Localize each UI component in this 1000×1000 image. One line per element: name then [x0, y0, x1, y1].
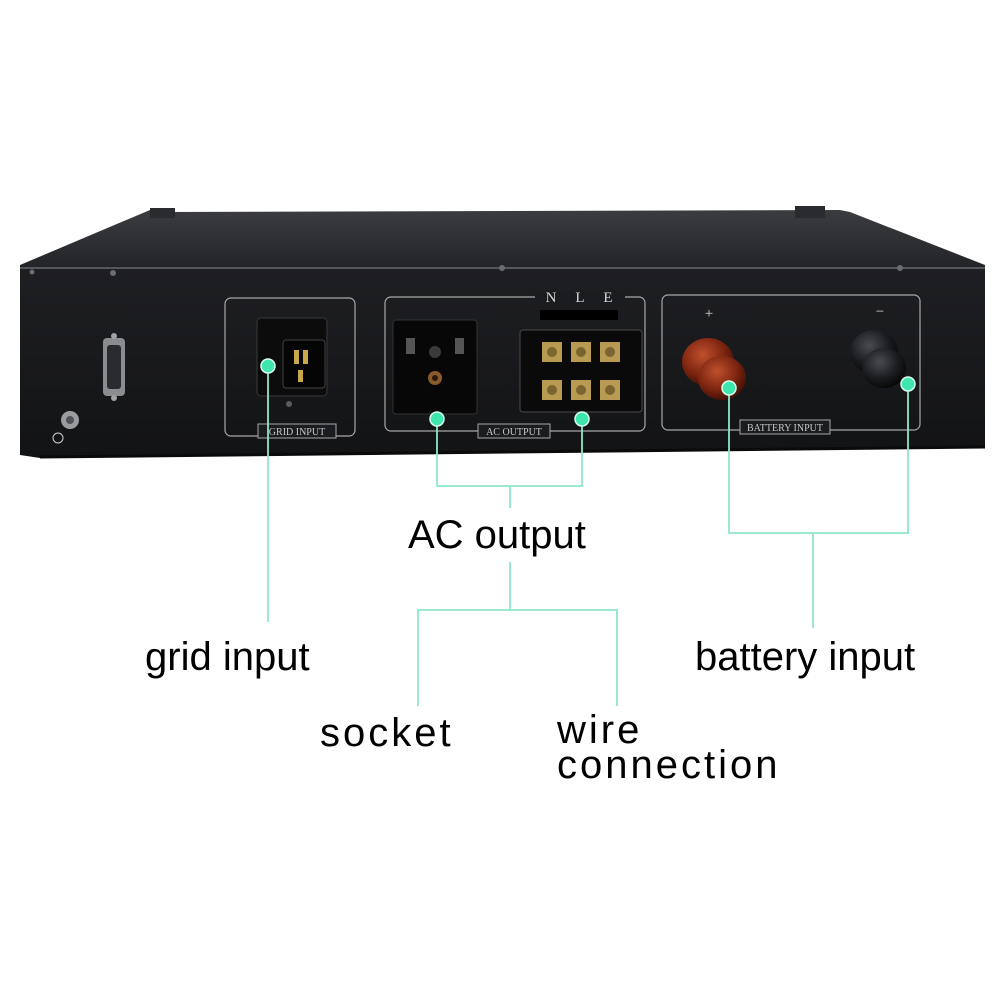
grid-input-panel: GRID INPUT — [224, 297, 356, 439]
battery-plus-label: + — [705, 306, 713, 322]
label-grid-input: grid input — [145, 635, 310, 679]
marker-battery-positive — [721, 380, 737, 396]
marker-socket — [429, 411, 445, 427]
marker-battery-negative — [900, 376, 916, 392]
marker-terminal-block — [574, 411, 590, 427]
terminal-label-n: N — [546, 290, 557, 306]
label-ac-output: AC output — [408, 513, 586, 557]
label-wire-line2: connection — [557, 743, 781, 787]
ac-socket — [392, 319, 478, 415]
callout-wire — [510, 609, 618, 706]
label-socket: socket — [320, 711, 454, 755]
callout-markers — [260, 358, 916, 427]
panel-label-grid-input: GRID INPUT — [269, 427, 325, 438]
terminal-label-l: L — [575, 290, 584, 306]
callout-battery — [728, 384, 909, 534]
callout-ac-split — [417, 562, 511, 706]
rack-ear-left — [150, 208, 175, 218]
battery-negative-terminal — [850, 330, 906, 388]
label-wire-line1: wire — [557, 708, 643, 752]
panel-label-ac-output: AC OUTPUT — [486, 427, 542, 438]
battery-minus-label: − — [876, 304, 884, 320]
marker-grid-input — [260, 358, 276, 374]
chassis-front — [20, 268, 985, 458]
serial-port — [103, 333, 125, 401]
terminal-label-e: E — [603, 290, 612, 306]
rack-ear-right — [795, 206, 825, 218]
chassis-top — [20, 210, 985, 270]
callout-lines — [267, 366, 909, 706]
panel-label-battery-input: BATTERY INPUT — [747, 423, 823, 434]
label-battery-input: battery input — [695, 635, 916, 679]
ground-terminal — [52, 411, 79, 444]
battery-input-panel: + − BATTERY INPUT — [661, 294, 921, 435]
